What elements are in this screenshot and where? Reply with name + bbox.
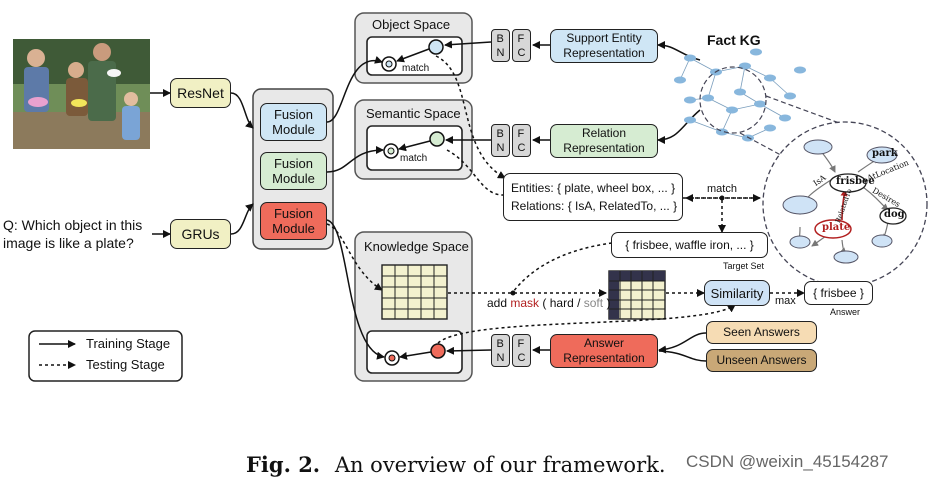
- legend: [28, 330, 183, 382]
- entities-relations-box: Entities: { plate, wheel box, ... } Rela…: [503, 173, 683, 221]
- object-space-title: Object Space: [372, 17, 451, 32]
- support-entity-box: Support Entity Representation: [550, 29, 658, 63]
- resnet-box: ResNet: [170, 78, 231, 108]
- fc-block-2: F C: [512, 124, 531, 157]
- entities-text: Entities: { plate, wheel box, ... }: [511, 181, 676, 195]
- bn-block-1: B N: [491, 29, 510, 62]
- bn-block-2: B N: [491, 124, 510, 157]
- fact-kg-graph: [674, 48, 806, 142]
- legend-testing: Testing Stage: [86, 357, 165, 372]
- kg-park: park: [872, 148, 898, 159]
- figure-caption: Fig. 2. An overview of our framework.: [246, 452, 666, 477]
- max-label: max: [775, 295, 796, 307]
- fc-block-3: F C: [512, 334, 531, 367]
- family-photo: [13, 39, 150, 149]
- fact-kg-title: Fact KG: [707, 32, 761, 48]
- kg-dog: dog: [884, 209, 905, 220]
- bn-block-3: B N: [491, 334, 510, 367]
- similarity-box: Similarity: [704, 280, 770, 306]
- masked-grid: [608, 270, 666, 320]
- fusion-module-blue: Fusion Module: [260, 103, 327, 141]
- watermark: CSDN @weixin_45154287: [686, 452, 889, 471]
- kg-frisbee: frisbee: [836, 176, 875, 187]
- answer-box: { frisbee }: [804, 281, 873, 305]
- fusion-module-green: Fusion Module: [260, 152, 327, 190]
- kg-match-label: match: [707, 183, 737, 195]
- figure-number: Fig. 2.: [246, 452, 321, 477]
- answer-label: Answer: [830, 307, 861, 317]
- seen-answers-box: Seen Answers: [706, 321, 817, 344]
- knowledge-grid: [381, 264, 448, 320]
- question-text: Q: Which object in this image is like a …: [3, 217, 143, 251]
- kg-zoom-graph: [762, 121, 928, 287]
- relations-text: Relations: { IsA, RelatedTo, ... }: [511, 199, 678, 213]
- legend-training: Training Stage: [86, 336, 171, 351]
- figure-caption-text: An overview of our framework.: [334, 453, 666, 477]
- semantic-space-title: Semantic Space: [366, 106, 461, 121]
- semantic-match-label: match: [400, 153, 428, 164]
- add-mask-label: add mask ( hard / soft ): [487, 296, 611, 310]
- grus-box: GRUs: [170, 219, 231, 249]
- kg-plate: plate: [822, 222, 851, 233]
- object-match-label: match: [402, 63, 430, 74]
- knowledge-space-title: Knowledge Space: [364, 239, 469, 254]
- answer-representation-box: Answer Representation: [550, 334, 658, 368]
- fc-block-1: F C: [512, 29, 531, 62]
- target-set-label: Target Set: [723, 261, 765, 271]
- unseen-answers-box: Unseen Answers: [706, 349, 817, 372]
- target-set-box: { frisbee, waffle iron, ... }: [611, 232, 768, 258]
- relation-representation-box: Relation Representation: [550, 124, 658, 158]
- fusion-module-red: Fusion Module: [260, 202, 327, 240]
